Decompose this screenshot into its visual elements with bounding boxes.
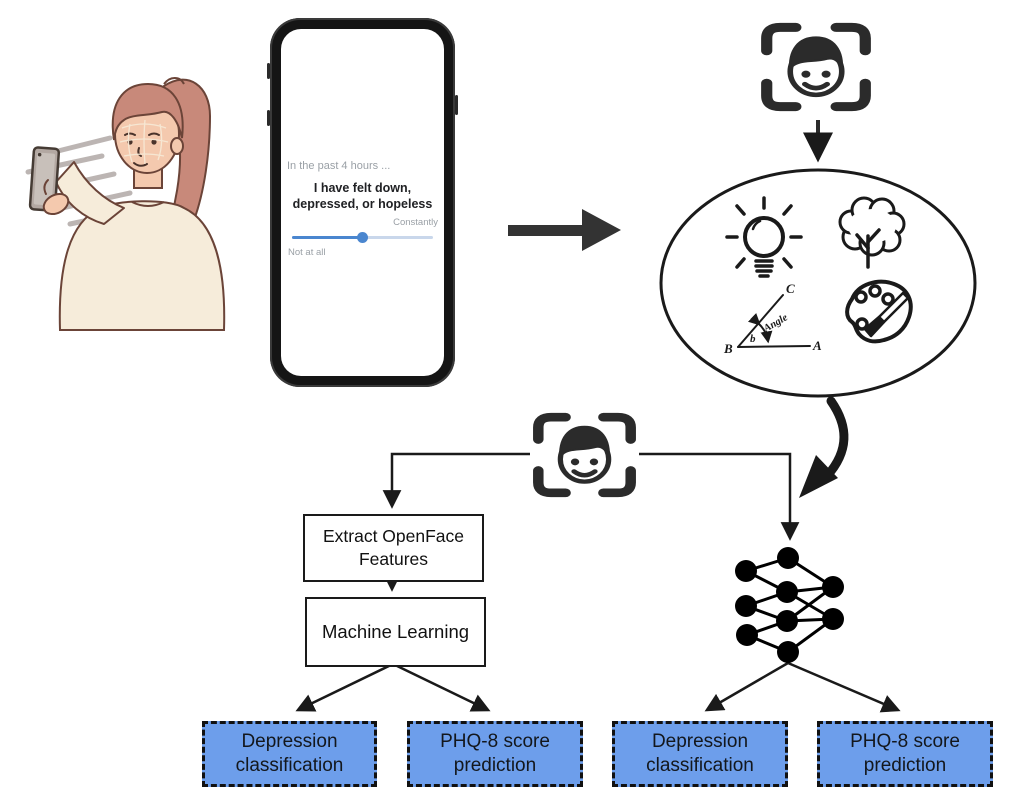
phone-volume-button	[267, 110, 270, 126]
phone-volume-button	[267, 63, 270, 79]
slider-max-label: Constantly	[393, 217, 438, 228]
survey-phone: In the past 4 hours ... I have felt down…	[267, 18, 458, 387]
flow-arrow-right	[508, 209, 621, 251]
survey-intro: In the past 4 hours ...	[287, 160, 391, 172]
woman-selfie-illustration	[25, 77, 226, 331]
phone-power-button	[455, 95, 458, 115]
bangs	[111, 82, 184, 141]
connector-lines	[295, 452, 901, 713]
face-scan-grid	[119, 119, 169, 165]
hand	[42, 192, 70, 216]
neural-network-icon	[735, 547, 844, 663]
slider-thumb[interactable]	[357, 232, 368, 243]
output-box-depression-left: Depression classification	[202, 721, 377, 787]
face-scan-icon-top	[767, 27, 866, 106]
angle-point-b: B	[723, 341, 733, 356]
angle-letter: b	[750, 333, 756, 345]
output-box-depression-right: Depression classification	[612, 721, 788, 787]
lightbulb-icon	[725, 196, 803, 278]
thumb	[43, 179, 49, 195]
output-box-phq8-left: PHQ-8 score prediction	[407, 721, 583, 787]
features-ellipse: C A B b Angle	[659, 168, 977, 398]
openface-box: Extract OpenFace Features	[303, 514, 484, 582]
angle-point-c: C	[786, 281, 795, 296]
angle-point-a: A	[812, 338, 822, 353]
slider-track[interactable]	[292, 232, 433, 243]
collar	[131, 201, 165, 207]
raised-arm	[55, 161, 125, 225]
slider-min-label: Not at all	[288, 247, 326, 258]
face-scan-icon-mid	[538, 417, 630, 493]
phone-screen	[281, 29, 444, 376]
ml-box: Machine Learning	[305, 597, 486, 667]
shirt-body	[58, 200, 226, 331]
slider-fill	[292, 236, 363, 239]
curved-arrow-icon	[799, 396, 849, 498]
survey-question: I have felt down, depressed, or hopeless	[292, 181, 433, 211]
ear	[170, 137, 184, 155]
tree-icon	[838, 196, 906, 269]
phone-in-hand	[28, 146, 61, 212]
palette-icon	[845, 279, 913, 344]
output-box-phq8-right: PHQ-8 score prediction	[817, 721, 993, 787]
